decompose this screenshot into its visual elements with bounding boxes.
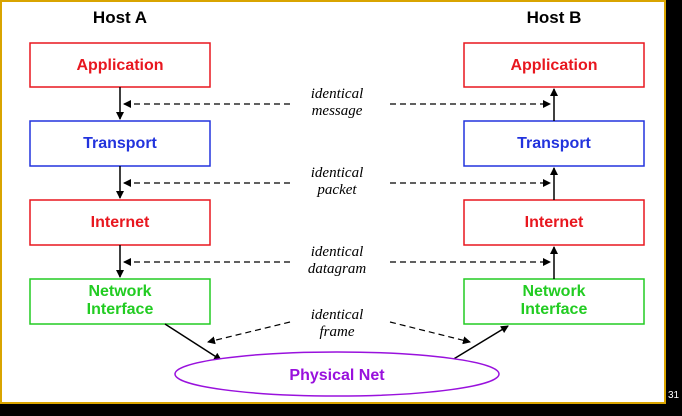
frame-peer-arrow-right — [389, 321, 471, 345]
host-a-application-box — [29, 42, 211, 88]
host-b-internet-box — [463, 199, 645, 246]
host-a-to-physical-net-arrow — [164, 323, 222, 361]
host-b-transport-box — [463, 120, 645, 167]
host-a-title: Host A — [93, 8, 147, 27]
slide-number: 31 — [668, 390, 680, 401]
host-b-title: Host B — [527, 8, 582, 27]
host-a-transport-label: Transport — [83, 135, 157, 152]
host-b-network-interface-label-line1: Network — [522, 283, 585, 300]
host-a-internet-box — [29, 199, 211, 246]
host-a-transport-box — [29, 120, 211, 167]
host-a-application-label: Application — [76, 57, 163, 74]
frame-label-line2: frame — [320, 324, 355, 340]
host-a-network-interface-label-line1: Network — [88, 283, 151, 300]
physical-net-to-host-b-arrow — [451, 325, 509, 361]
host-b-network-interface-label-line2: Interface — [521, 301, 588, 318]
message-label-line1: identical — [311, 86, 364, 102]
host-b-network-interface-box — [463, 278, 645, 325]
packet-label-line1: identical — [311, 165, 364, 181]
host-a-network-interface-label-line2: Interface — [87, 301, 154, 318]
host-a-network-interface-box — [29, 278, 211, 325]
host-b-transport-label: Transport — [517, 135, 591, 152]
message-label-line2: message — [312, 103, 363, 119]
host-b-application-label: Application — [510, 57, 597, 74]
datagram-label-line2: datagram — [308, 261, 367, 277]
host-b-application-box — [463, 42, 645, 88]
physical-net-ellipse — [174, 351, 500, 397]
frame-label-line1: identical — [311, 307, 364, 323]
host-b-internet-label: Internet — [525, 214, 584, 231]
physical-net-label: Physical Net — [289, 367, 385, 384]
frame-peer-arrow-left — [207, 321, 291, 345]
host-a-internet-label: Internet — [91, 214, 150, 231]
packet-label-line2: packet — [316, 182, 357, 198]
datagram-label-line1: identical — [311, 244, 364, 260]
